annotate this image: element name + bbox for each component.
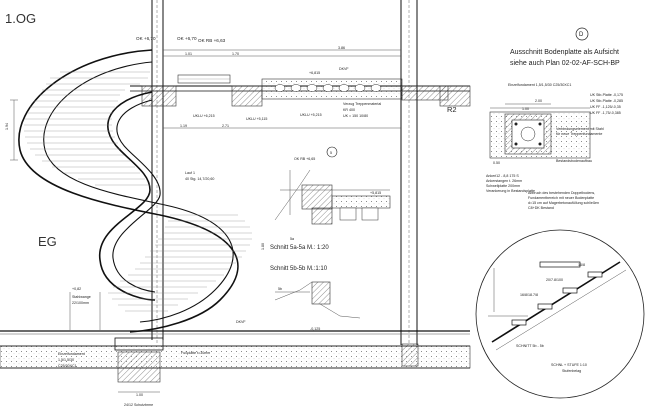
dim-119: 1.19 xyxy=(180,124,187,128)
detail-d-side-note: Bestandsbodenaufbau xyxy=(556,159,592,163)
fussplatte: Fußplatte t=30mm xyxy=(181,351,210,355)
detail-d-left-3: Verankerung in Bestandsplatte xyxy=(486,189,535,193)
detail-e-bottom-0: SCHNL + STUFE 1:10 xyxy=(551,363,587,367)
elev-6815: +6,815 xyxy=(309,71,320,75)
detail-e-bottom-1: Stufenbelag xyxy=(562,369,581,373)
elev-ok-right: OK +6,70 xyxy=(177,36,197,41)
detail-d-legend-3: UK FF -1,75/-0,385 xyxy=(590,111,621,115)
section-5a-elev: +5,815 xyxy=(370,191,381,195)
spiral-staircase xyxy=(18,49,252,351)
upper-deck xyxy=(141,74,471,107)
section-5b-detail: Schnitt 5b-5b M.:1:10 5b xyxy=(270,266,361,319)
detail-d-left-2: Schwellplatte 200mm xyxy=(486,184,520,188)
detail-d-marker: D xyxy=(579,32,584,38)
elev-bottom: -0,125 xyxy=(310,327,320,331)
stair-foundation xyxy=(117,351,161,383)
detail-d-legend-0: UK Stb-Platte -0,175 xyxy=(590,93,623,97)
detail-d-fund: Einzelfundament 1,5/1,5/30 C25/30XC1 xyxy=(508,83,571,87)
detail-d-left-1: Ankerstangen t. 26mm xyxy=(486,179,522,183)
uklu-b: UKLU +5,115 xyxy=(246,117,267,121)
dim-386: 3.86 xyxy=(338,46,345,50)
width-dim: 1.00 xyxy=(136,393,143,397)
detail-e-label: SCHNITT 5b - 5b xyxy=(516,344,544,348)
bottom-note: 24/12 Schutzbrme xyxy=(124,403,153,407)
detail-d-legend-1: UK Stb-Platte -0,285 xyxy=(590,99,623,103)
detail-d-note-0: Verbindungselement mit Stahl xyxy=(556,127,604,131)
detail-d-right-0: Abbruch des bestehenden Doppelbodens, xyxy=(528,191,595,195)
detail-e: 16/8/18.7/8 20/7.8/100 16/8 SCHNITT 5b -… xyxy=(475,229,645,399)
uklu-c: UKLU +5,215 xyxy=(300,113,322,117)
fundament-1: Einzelfundament xyxy=(58,352,85,356)
detail-d-left-0: Ankeri12 - 8,8 175 S xyxy=(486,174,519,178)
dkvf-top: DKVF xyxy=(339,67,349,71)
fundament-3: C25/30XC1 xyxy=(58,364,77,368)
deck-note-2: KR 400 xyxy=(343,108,355,112)
dim-271: 2.71 xyxy=(222,124,229,128)
stahlwange: Stahlwange xyxy=(72,295,91,299)
section-5a-marker: 5 xyxy=(330,151,332,155)
section-5a-detail: 5 OK RB +6,65 +5,815 5a Schnitt 5a-5a M.… xyxy=(270,146,391,251)
level-lower-label: EG xyxy=(38,234,57,249)
detail-e-dim-2: 16/8 xyxy=(578,263,585,267)
section-5a-tag: 5a xyxy=(290,237,294,241)
section-5a-ok: OK RB +6,65 xyxy=(294,157,315,161)
elev-ok-rb: OK RB +6,63 xyxy=(198,38,226,43)
detail-d-legend-2: UK FF -1,125/-0,35 xyxy=(590,105,621,109)
section-5a-title: Schnitt 5a-5a M.: 1:20 xyxy=(270,245,329,251)
detail-d: D Ausschnitt Bodenplatte als Aufsicht si… xyxy=(486,27,623,210)
column-foundation xyxy=(401,343,419,367)
level-upper-label: 1.OG xyxy=(5,11,36,26)
detail-e-dim-0: 16/8/18.7/8 xyxy=(520,293,538,297)
detail-d-right-1: Fundamentbereich mit neuer Bodenplatte xyxy=(528,196,594,200)
dkvf-low: DKVF xyxy=(236,320,246,324)
stair-note-1: Lauf 1 xyxy=(185,171,195,175)
dim-170: 1.70 xyxy=(232,52,239,56)
dim-180: 1.80 xyxy=(261,243,265,250)
uklu-a: UKLU +6,215 xyxy=(193,114,215,118)
detail-d-title: Ausschnitt Bodenplatte als Aufsicht xyxy=(510,49,619,56)
dim-194: 1.94 xyxy=(5,123,9,130)
fundament-2: 1,5/1,5/30 xyxy=(58,358,74,362)
section-5b-tag: 5b xyxy=(278,287,282,291)
elev-left: +0,82 xyxy=(72,287,81,291)
r2-label: R2 xyxy=(447,105,457,114)
detail-d-note-1: für neue Treppenfundamente xyxy=(556,132,602,136)
detail-d-right-2: d=15 cm auf Magerbetonaufüllung schließe… xyxy=(528,201,599,205)
stair-note-2: 40 Stg. 14,7/20,60 xyxy=(185,177,214,181)
stahlwange-size: 22/100mm xyxy=(72,301,89,305)
detail-e-dim-1: 20/7.8/100 xyxy=(546,278,563,282)
section-5b-title: Schnitt 5b-5b M.:1:10 xyxy=(270,266,328,272)
dim-101: 1.01 xyxy=(185,52,192,56)
detail-d-right-3: C8+DK Bestand xyxy=(528,206,554,210)
elev-ok-left: OK +6,70 xyxy=(136,36,156,41)
detail-d-dim-050: 0.50 xyxy=(493,161,500,165)
deck-note-1: Verzug Treppenmaterial xyxy=(343,102,381,106)
detail-d-dim-100: 1.00 xyxy=(522,107,529,111)
detail-d-subtitle: siehe auch Plan 02-02-AF-SCH-BP xyxy=(510,60,620,67)
deck-note-3: UK = 150 10/80 xyxy=(343,114,368,118)
detail-d-dim-200: 2.00 xyxy=(535,99,542,103)
